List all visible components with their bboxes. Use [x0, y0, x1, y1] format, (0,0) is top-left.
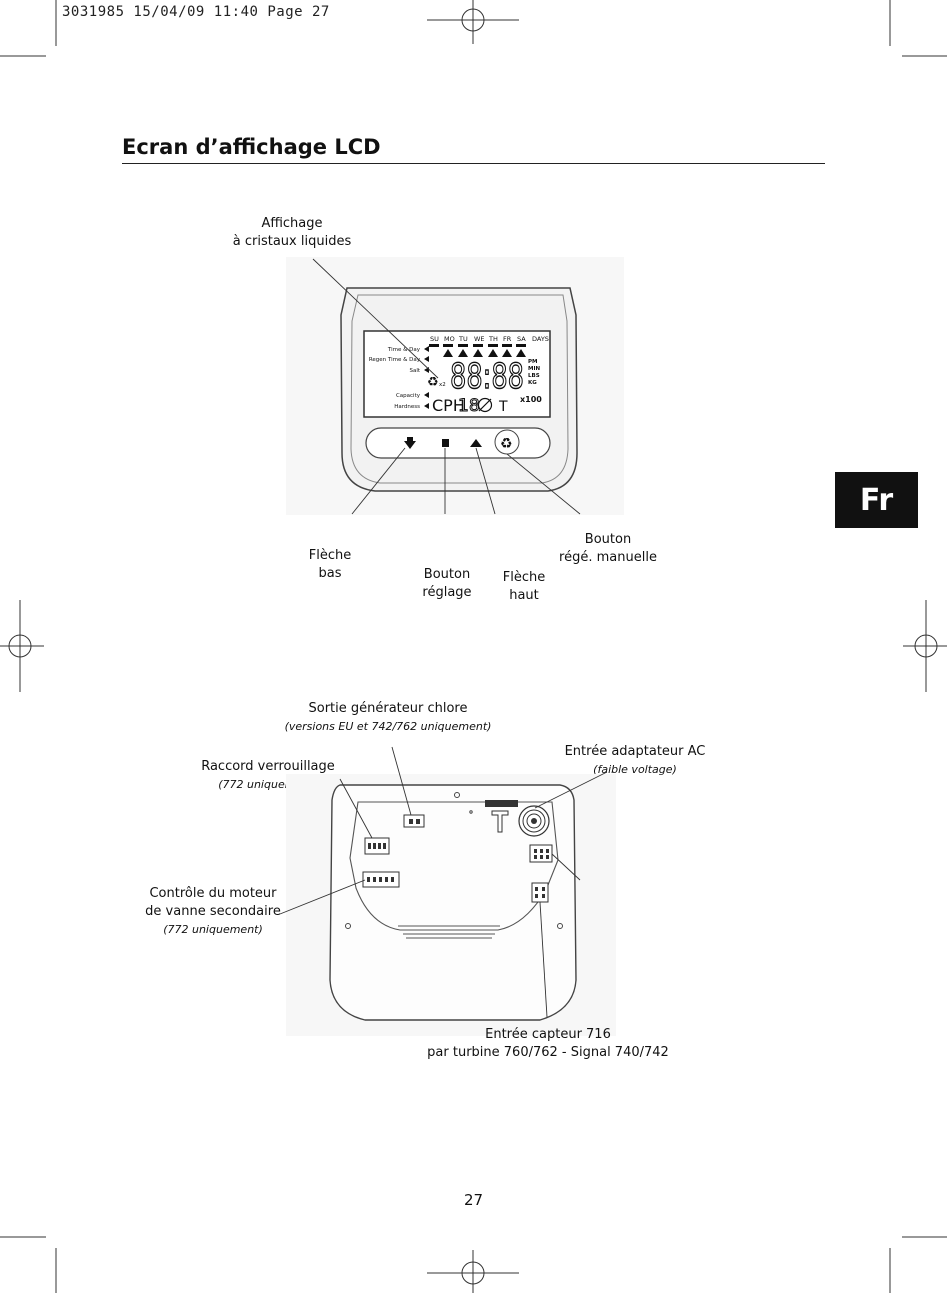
lcd-x2: x2: [439, 382, 446, 388]
day-we: WE: [474, 335, 485, 343]
lcd-ch-indicator: CPH: [432, 396, 465, 415]
screw-hole-top: [454, 792, 460, 798]
up-arrow-icon: [470, 439, 482, 447]
chlorine-connector: [403, 814, 425, 828]
language-tab: Fr: [835, 472, 918, 528]
back-panel-illustration: [279, 746, 616, 1036]
title-rule: [122, 163, 825, 164]
label-motor-control: Contrôle du moteur de vanne secondaire (…: [145, 886, 281, 936]
recycle-icon: ♻: [500, 436, 513, 452]
unit-lbs: LBS: [528, 373, 540, 379]
day-su: SU: [430, 335, 439, 343]
down-arrow-icon: [404, 441, 416, 449]
registration-mark-right: [903, 600, 947, 692]
registration-mark-top: [427, 0, 519, 44]
lcd-controller-illustration: SU MO TU WE TH FR SA DAYS Time & Day Reg…: [286, 257, 624, 515]
lcd-leader-lines: [312, 258, 581, 515]
lock-connector: [364, 837, 390, 855]
label-sensor-input: Entrée capteur 716 par turbine 760/762 -…: [427, 1027, 669, 1060]
back-leader-lines: [279, 746, 608, 1018]
day-sa: SA: [517, 335, 526, 343]
lcd-t-indicator: T: [498, 399, 508, 415]
set-square-icon: [442, 439, 449, 447]
unit-min: MIN: [528, 366, 541, 372]
lcd-main-digits: 88:88: [450, 357, 524, 397]
screw-hole-right: [557, 923, 563, 929]
lcd-small-digits: 18: [458, 396, 480, 416]
vent-lines: [398, 925, 500, 939]
label-ac-input: Entrée adaptateur AC (faible voltage): [564, 744, 706, 776]
right-connector-upper: [529, 844, 553, 863]
lcd-day-labels: SU MO TU WE TH FR SA DAYS: [430, 335, 549, 343]
label-set-button: Bouton réglage: [422, 567, 472, 600]
label-chlorine-output: Sortie générateur chlore (versions EU et…: [284, 701, 492, 733]
screw-hole-left: [345, 923, 351, 929]
page-title: Ecran d’affichage LCD: [122, 135, 381, 159]
button-strip: [365, 427, 551, 459]
day-fr: FR: [503, 335, 512, 343]
lcd-row-labels: Time & Day Regen Time & Day Salt Capacit…: [369, 347, 421, 410]
lcd-multiplier: x100: [520, 395, 542, 404]
label-manual-regen: Bouton régé. manuelle: [559, 532, 657, 565]
day-indicators: [429, 344, 526, 357]
registration-mark-left: [0, 600, 44, 692]
recycle-small-icon: ♻: [427, 375, 439, 390]
row-time-day: Time & Day: [387, 347, 421, 353]
label-up-arrow: Flèche haut: [502, 570, 546, 603]
label-down-arrow: Flèche bas: [308, 548, 352, 581]
top-connector-bar: [485, 800, 518, 807]
flow-icon: [477, 397, 493, 413]
day-days: DAYS: [532, 335, 549, 343]
page-number: 27: [463, 1191, 484, 1209]
t-post: [491, 810, 509, 833]
day-th: TH: [488, 335, 498, 343]
unit-pm: PM: [528, 359, 538, 365]
row-salt: Salt: [409, 368, 420, 374]
row-hardness: Hardness: [394, 404, 420, 410]
day-tu: TU: [458, 335, 468, 343]
print-slug: 3031985 15/04/09 11:40 Page 27: [62, 4, 330, 20]
registration-mark-bottom: [427, 1250, 519, 1293]
label-lcd-display: Affichage à cristaux liquides: [232, 216, 352, 249]
unit-kg: KG: [528, 380, 537, 386]
sensor-connector: [531, 882, 549, 903]
row-capacity: Capacity: [396, 393, 421, 399]
row-regen-time-day: Regen Time & Day: [369, 357, 421, 363]
lcd-units: PM MIN LBS KG: [528, 359, 541, 386]
day-mo: MO: [444, 335, 455, 343]
